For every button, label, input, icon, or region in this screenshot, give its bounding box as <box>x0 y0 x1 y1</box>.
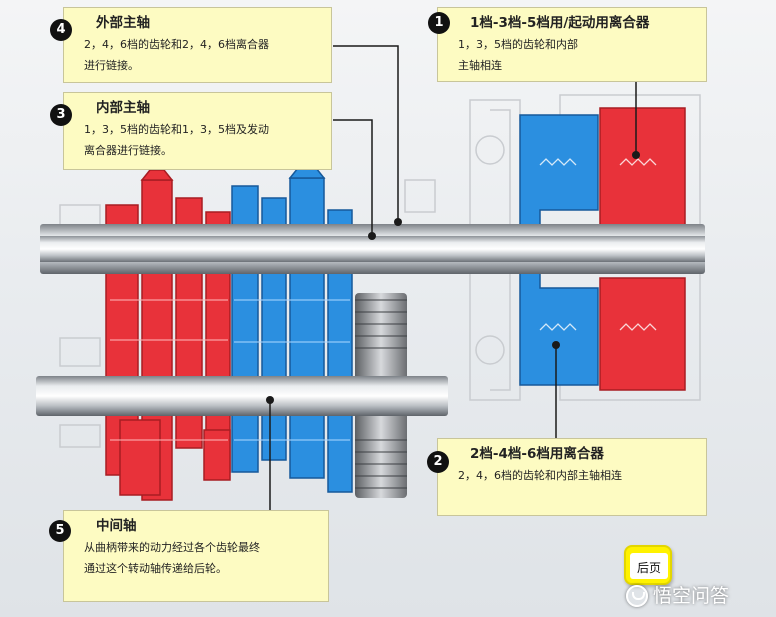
callout-title: 内部主轴 <box>96 100 150 116</box>
callout-title: 中间轴 <box>96 518 137 534</box>
callout-number-badge: 3 <box>50 104 72 126</box>
back-page-label: 后页 <box>630 553 668 579</box>
red-clutch <box>599 107 686 391</box>
callout-even-gear-clutch: 2档-4档-6档用离合器 2，4，6档的齿轮和内部主轴相连 <box>437 438 707 516</box>
callout-line: 进行链接。 <box>84 59 139 72</box>
callout-counter-shaft: 中间轴 从曲柄带来的动力经过各个齿轮最终 通过这个转动轴传递给后轮。 <box>63 510 329 602</box>
callout-title: 2档-4档-6档用离合器 <box>470 446 604 462</box>
red-gear-details <box>110 299 228 441</box>
blue-gear-details <box>234 299 350 441</box>
leader-dots <box>266 151 640 404</box>
callout-line: 1，3，5档的齿轮和1，3，5档及发动 <box>84 123 269 136</box>
callout-line: 2，4，6档的齿轮和2，4，6档离合器 <box>84 38 269 51</box>
leader-lines <box>269 45 637 510</box>
counter-shaft <box>36 376 448 416</box>
inner-main-shaft <box>40 236 705 262</box>
callout-inner-main-shaft: 内部主轴 1，3，5档的齿轮和1，3，5档及发动 离合器进行链接。 <box>63 92 332 170</box>
callout-outer-main-shaft: 外部主轴 2，4，6档的齿轮和2，4，6档离合器 进行链接。 <box>63 7 332 83</box>
back-page-button[interactable]: 后页 <box>624 545 672 585</box>
wukong-logo-icon <box>626 585 648 607</box>
blue-clutch <box>519 114 599 386</box>
callout-number-badge: 4 <box>50 19 72 41</box>
watermark: 悟空问答 <box>626 582 729 610</box>
callout-line: 从曲柄带来的动力经过各个齿轮最终 <box>84 541 260 554</box>
callout-line: 通过这个转动轴传递给后轮。 <box>84 562 227 575</box>
callout-line: 离合器进行链接。 <box>84 144 172 157</box>
callout-line: 2，4，6档的齿轮和内部主轴相连 <box>458 469 622 482</box>
callout-title: 外部主轴 <box>96 15 150 31</box>
clutch-springs <box>539 158 657 331</box>
callout-title: 1档-3档-5档用/起动用离合器 <box>470 15 650 31</box>
callout-line: 1，3，5档的齿轮和内部 <box>458 38 578 51</box>
callout-line: 主轴相连 <box>458 59 502 72</box>
callout-odd-gear-clutch: 1档-3档-5档用/起动用离合器 1，3，5档的齿轮和内部 主轴相连 <box>437 7 707 82</box>
callout-number-badge: 5 <box>49 520 71 542</box>
watermark-text: 悟空问答 <box>653 585 730 607</box>
callout-number-badge: 2 <box>427 451 449 473</box>
blue-gear-stack <box>231 167 353 493</box>
callout-number-badge: 1 <box>428 12 450 34</box>
red-gear-stack <box>105 169 231 501</box>
